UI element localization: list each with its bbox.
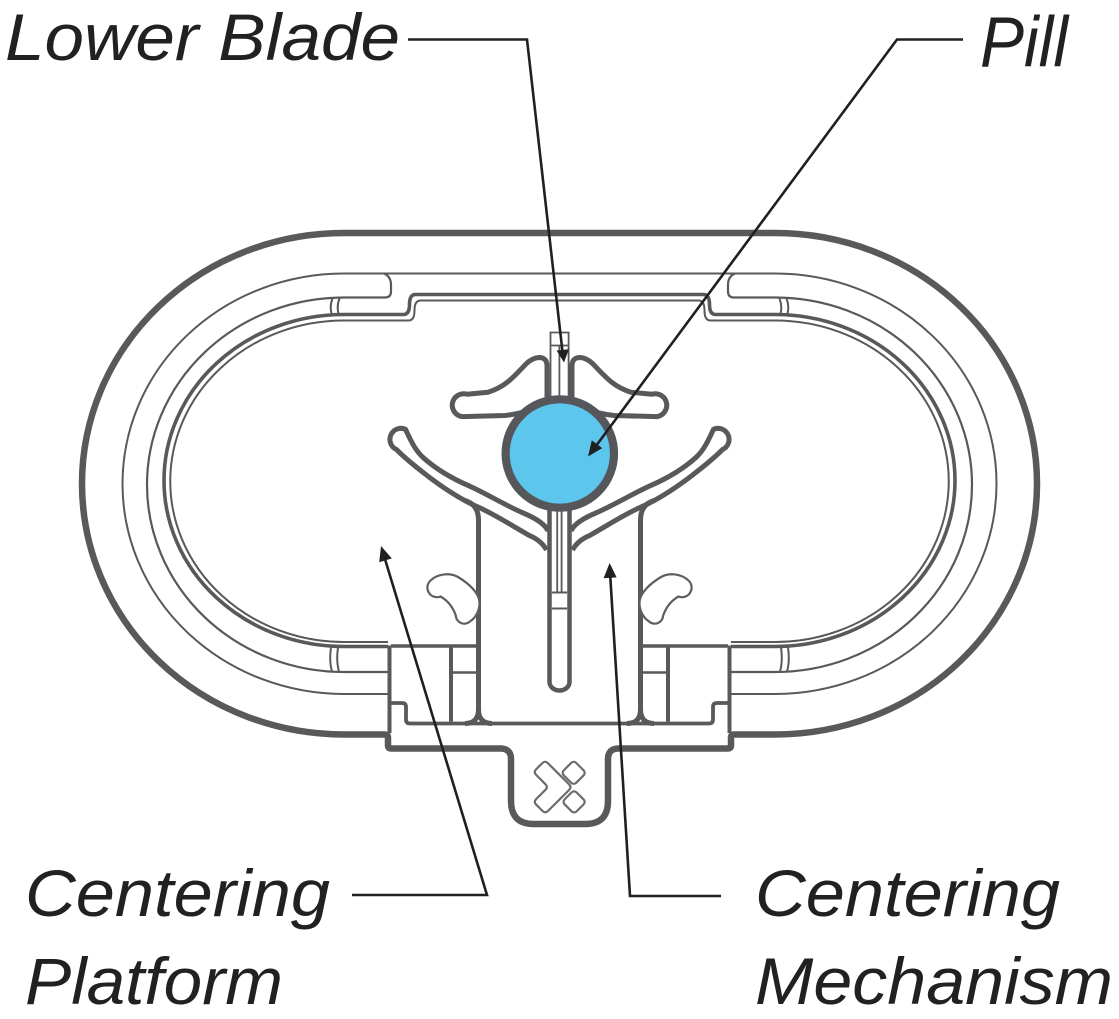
svg-text:Mechanism: Mechanism: [755, 944, 1113, 1018]
svg-text:Centering: Centering: [755, 856, 1060, 930]
svg-text:Platform: Platform: [25, 944, 283, 1018]
svg-text:Pill: Pill: [980, 4, 1070, 83]
svg-text:Centering: Centering: [25, 856, 330, 930]
svg-text:Lower Blade: Lower Blade: [5, 0, 400, 74]
